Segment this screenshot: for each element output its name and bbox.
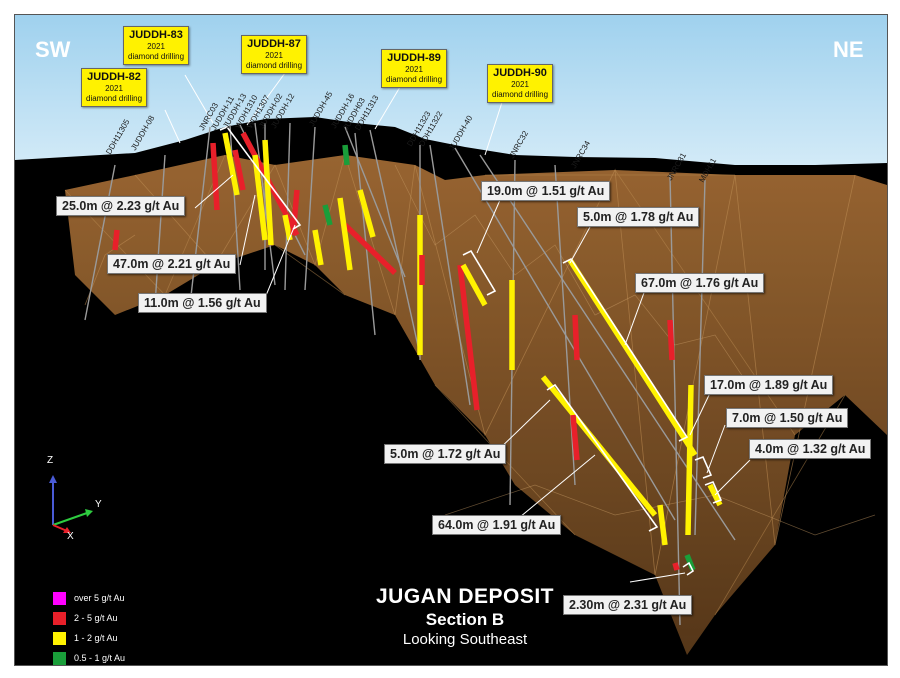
intercept-label: 11.0m @ 1.56 g/t Au (138, 293, 267, 313)
axis-y-label: Y (95, 499, 102, 510)
legend-swatch (53, 631, 66, 645)
figure-subtitle: Section B (425, 610, 505, 629)
legend-swatch (53, 591, 66, 605)
intercept-label: 7.0m @ 1.50 g/t Au (726, 408, 849, 428)
axis-triad: Z Y X (43, 455, 113, 547)
legend-label: over 5 g/t Au (74, 593, 125, 603)
figure-title: JUGAN DEPOSIT (375, 585, 555, 608)
grade-legend: over 5 g/t Au 2 - 5 g/t Au 1 - 2 g/t Au … (53, 588, 126, 665)
intercept-label: 2.30m @ 2.31 g/t Au (563, 595, 693, 615)
intercept-label: 17.0m @ 1.89 g/t Au (704, 375, 834, 395)
intercept-label: 4.0m @ 1.32 g/t Au (749, 439, 872, 459)
axis-x-label: X (67, 531, 74, 542)
legend-label: 0.5 - 1 g/t Au (74, 653, 126, 663)
legend-label: 1 - 2 g/t Au (74, 633, 118, 643)
legend-swatch (53, 611, 66, 625)
compass-ne: NE (833, 37, 864, 62)
intercept-label: 67.0m @ 1.76 g/t Au (635, 273, 765, 293)
intercept-brackets (219, 126, 723, 576)
intercept-label: 5.0m @ 1.72 g/t Au (384, 444, 507, 464)
section-scene (15, 15, 887, 665)
axis-triad-glyph (49, 475, 93, 533)
legend-item: 2 - 5 g/t Au (53, 608, 125, 628)
intercept-label: 47.0m @ 2.21 g/t Au (107, 254, 237, 274)
intercept-label: 25.0m @ 2.23 g/t Au (56, 196, 186, 216)
intercept-label: 19.0m @ 1.51 g/t Au (481, 181, 611, 201)
legend-item: 1 - 2 g/t Au (53, 628, 125, 648)
legend-item: over 5 g/t Au (53, 588, 125, 608)
section-figure: SW NE DDH11305 JUDDH-08 JNRC03 JUDDH-11 … (14, 14, 888, 666)
intercept-label: 5.0m @ 1.78 g/t Au (577, 207, 700, 227)
figure-title-block: JUGAN DEPOSIT Section B Looking Southeas… (345, 585, 585, 648)
axis-z-label: Z (47, 455, 54, 466)
legend-label: 2 - 5 g/t Au (74, 613, 118, 623)
legend-item: 0.5 - 1 g/t Au (53, 648, 126, 665)
compass-sw: SW (35, 37, 71, 62)
legend-swatch (53, 651, 66, 665)
intercept-label: 64.0m @ 1.91 g/t Au (432, 515, 562, 535)
figure-view-direction: Looking Southeast (402, 631, 528, 648)
